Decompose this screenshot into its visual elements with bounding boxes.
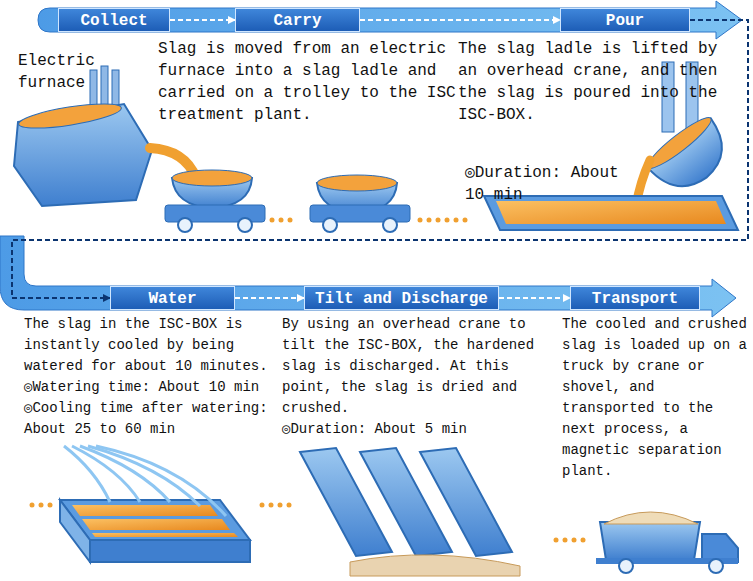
stage-description: The slag ladle is lifted by an overhead … [458, 38, 746, 206]
ladle-trolley [383, 218, 397, 232]
dotted-trail [279, 218, 284, 223]
duration-note: ◎Duration: About 5 min [282, 419, 558, 440]
flow-band [0, 1, 742, 317]
stage-description-text: The slag ladle is lifted by an overhead … [458, 38, 740, 126]
stage-header: Collect [80, 12, 147, 30]
stage-header-tab: Transport [570, 286, 700, 310]
ladle-trolley [323, 218, 337, 232]
stage-header: Pour [606, 12, 644, 30]
flow-band [38, 1, 742, 39]
stage-description-text: By using an overhead crane to tilt the I… [282, 314, 558, 419]
isc-box-watering [88, 446, 200, 506]
dotted-trail [463, 218, 468, 223]
dotted-trail [445, 218, 450, 223]
dotted-trail [581, 538, 586, 543]
duration-note: ◎Cooling time after watering: About 25 t… [24, 398, 278, 440]
isc-box-watering [60, 446, 250, 562]
stage-header: Tilt and Discharge [315, 290, 488, 308]
duration-note: ◎Watering time: About 10 min [24, 377, 278, 398]
dump-truck [604, 512, 698, 524]
ladle-trolley [238, 218, 252, 232]
flow-connector [235, 297, 304, 299]
tilted-isc-box [420, 448, 512, 556]
isc-box-watering [60, 500, 250, 540]
stage-description: The cooled and crushed slag is loaded up… [562, 314, 748, 482]
process-stage: TransportThe cooled and crushed slag is … [562, 286, 748, 482]
ladle-trolley [310, 175, 410, 232]
isc-box-watering [72, 505, 218, 516]
stage-header: Carry [273, 12, 321, 30]
tilted-isc-box [350, 555, 520, 576]
dump-truck [600, 522, 700, 560]
flow-connector [499, 297, 570, 299]
isc-box-watering [92, 533, 238, 537]
stage-header: Transport [592, 290, 678, 308]
isc-box-watering [90, 540, 250, 562]
process-stage: WaterThe slag in the ISC-BOX is instantl… [24, 286, 278, 440]
dotted-trail [436, 218, 441, 223]
stage-description: The slag in the ISC-BOX is instantly coo… [24, 314, 278, 440]
isc-box-watering [96, 446, 226, 516]
dump-truck [619, 559, 633, 573]
process-stage: CarrySlag is moved from an electric furn… [158, 8, 456, 126]
ladle-trolley [317, 175, 397, 191]
electric-furnace [17, 99, 123, 133]
ladle-trolley [178, 218, 192, 232]
dotted-trail [554, 538, 559, 543]
dotted-trail [39, 503, 44, 508]
duration-note: ◎Duration: About 10 min [465, 162, 640, 206]
overhead-crane-pour [643, 112, 716, 174]
dotted-trail [278, 503, 283, 508]
dotted-trail [260, 503, 265, 508]
stage-description-text: Slag is moved from an electric furnace i… [158, 38, 456, 126]
dotted-trail [454, 218, 459, 223]
process-stage: Tilt and Discharge By using an overhead c… [282, 286, 558, 440]
stage-description-text: The cooled and crushed slag is loaded up… [562, 314, 748, 482]
ladle-trolley [172, 170, 252, 186]
flow-connector [12, 20, 748, 298]
overhead-crane-pour [496, 201, 726, 224]
flow-connector [360, 19, 560, 21]
dotted-trail [563, 538, 568, 543]
dotted-trail [572, 538, 577, 543]
dotted-trail [30, 503, 35, 508]
dotted-trail [418, 218, 423, 223]
dotted-trail [48, 503, 53, 508]
dump-truck [596, 512, 738, 573]
overhead-crane-pour [643, 112, 738, 202]
stage-header-tab: Carry [235, 8, 360, 32]
isc-box-watering [82, 519, 230, 530]
part-label: Electric furnace [18, 50, 102, 94]
dump-truck [709, 559, 723, 573]
stage-header-tab: Water [110, 286, 235, 310]
flow-band [0, 236, 736, 317]
stage-description-text: The slag in the ISC-BOX is instantly coo… [24, 314, 278, 377]
dotted-trail [270, 218, 275, 223]
stage-header-tab: Pour [560, 8, 690, 32]
stage-description: Slag is moved from an electric furnace i… [158, 38, 456, 126]
dotted-trail [269, 503, 274, 508]
stage-header: Water [148, 290, 196, 308]
stage-description: By using an overhead crane to tilt the I… [282, 314, 558, 440]
stage-header-tab: Tilt and Discharge [304, 286, 499, 310]
ladle-trolley [165, 170, 265, 232]
stage-header-tab: Collect [58, 8, 170, 32]
process-stage: Collect [58, 8, 170, 32]
flow-connector [170, 19, 235, 21]
dotted-trail [287, 503, 292, 508]
process-stage: PourThe slag ladle is lifted by an overh… [458, 8, 746, 206]
dump-truck [702, 534, 738, 562]
tilted-isc-box [300, 448, 520, 576]
isc-box-watering [64, 446, 226, 516]
dotted-trail [427, 218, 432, 223]
dotted-trail [288, 218, 293, 223]
